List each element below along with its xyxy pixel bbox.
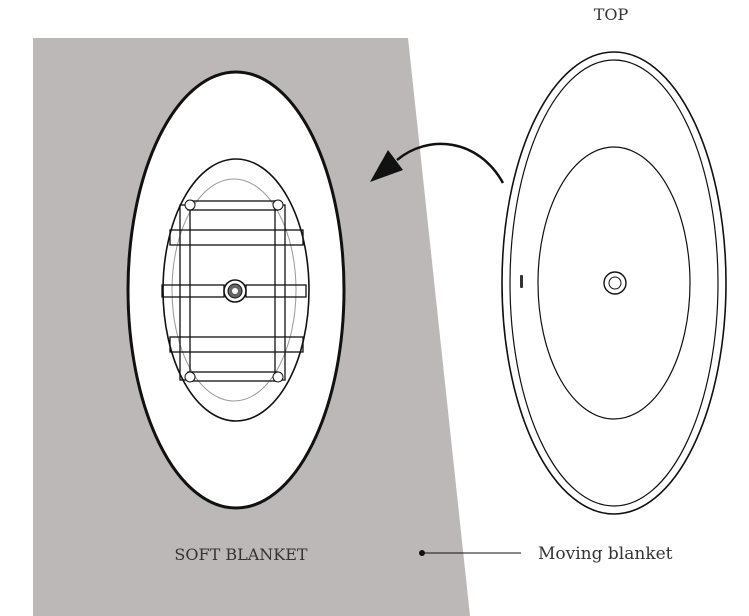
label-top: TOP [594,5,629,24]
drain-icon [223,279,247,303]
top-view-drain-icon [603,271,627,295]
frame-feet [184,199,284,383]
label-soft-blanket: SOFT BLANKET [174,545,308,564]
moving-blanket-leader [419,550,521,556]
top-view-rim-edge [509,59,719,507]
label-moving-blanket: Moving blanket [538,544,673,564]
curved-arrow-icon [370,142,505,184]
tub-base-inner-outline [171,178,297,402]
top-view-basin [537,146,691,420]
overflow-slot-icon [520,275,523,288]
